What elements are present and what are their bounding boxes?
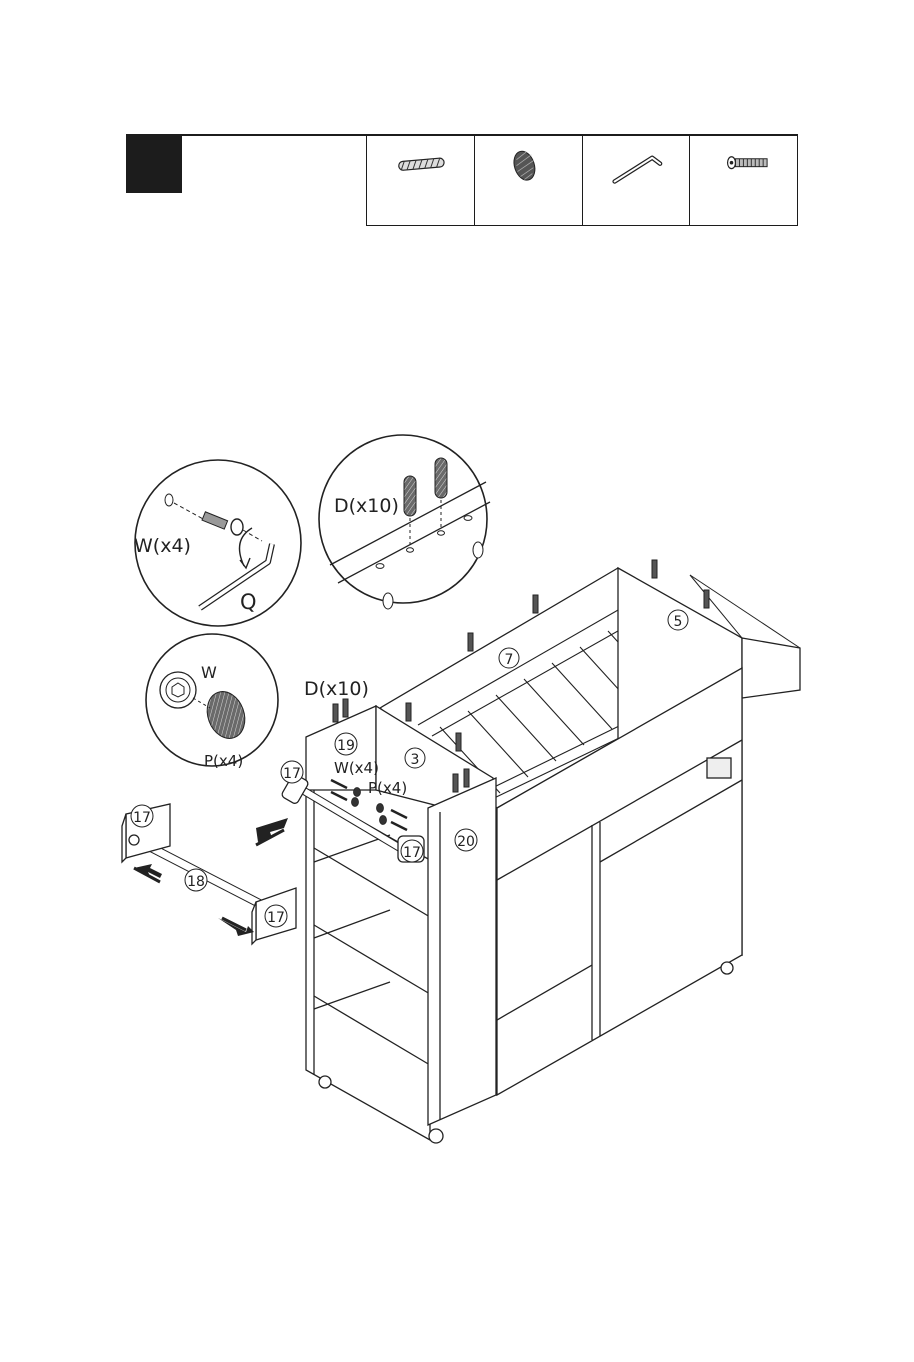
cart-assembly — [281, 560, 800, 1143]
cap-w-label: W — [201, 663, 217, 682]
part-number-17-rail-left: 17 — [281, 761, 303, 783]
bolt-detail-callout: W(x4) Q — [134, 460, 301, 626]
part-number-3: 3 — [405, 748, 425, 768]
svg-text:3: 3 — [411, 752, 420, 768]
svg-text:17: 17 — [403, 845, 421, 861]
cap-p-label: P(x4) — [204, 752, 243, 770]
part-number-17-rail-right: 17 — [401, 840, 423, 862]
dowel-detail-callout: D(x10) — [319, 435, 490, 609]
main-cap-count-label: P(x4) — [368, 779, 407, 797]
main-bolt-count-label: W(x4) — [334, 759, 379, 777]
part-number-17-exploded-right: 17 — [265, 905, 287, 927]
svg-text:20: 20 — [457, 834, 475, 850]
bolt-count-label: W(x4) — [134, 535, 191, 557]
svg-text:17: 17 — [267, 910, 285, 926]
part-number-7: 7 — [499, 648, 519, 668]
part-number-19: 19 — [335, 733, 357, 755]
main-dowel-count-label: D(x10) — [304, 678, 369, 700]
svg-text:19: 19 — [337, 738, 355, 754]
svg-text:5: 5 — [674, 614, 683, 630]
part-number-18: 18 — [185, 869, 207, 891]
svg-text:17: 17 — [283, 766, 301, 782]
svg-text:18: 18 — [187, 874, 205, 890]
part-number-17-exploded-left: 17 — [131, 805, 153, 827]
allen-key-label: Q — [240, 590, 257, 614]
cap-detail-callout: W P(x4) — [146, 634, 278, 770]
svg-text:7: 7 — [505, 652, 514, 668]
part-number-20: 20 — [455, 829, 477, 851]
part-number-5: 5 — [668, 610, 688, 630]
dowel-detail-count-label: D(x10) — [334, 495, 399, 517]
svg-text:17: 17 — [133, 810, 151, 826]
